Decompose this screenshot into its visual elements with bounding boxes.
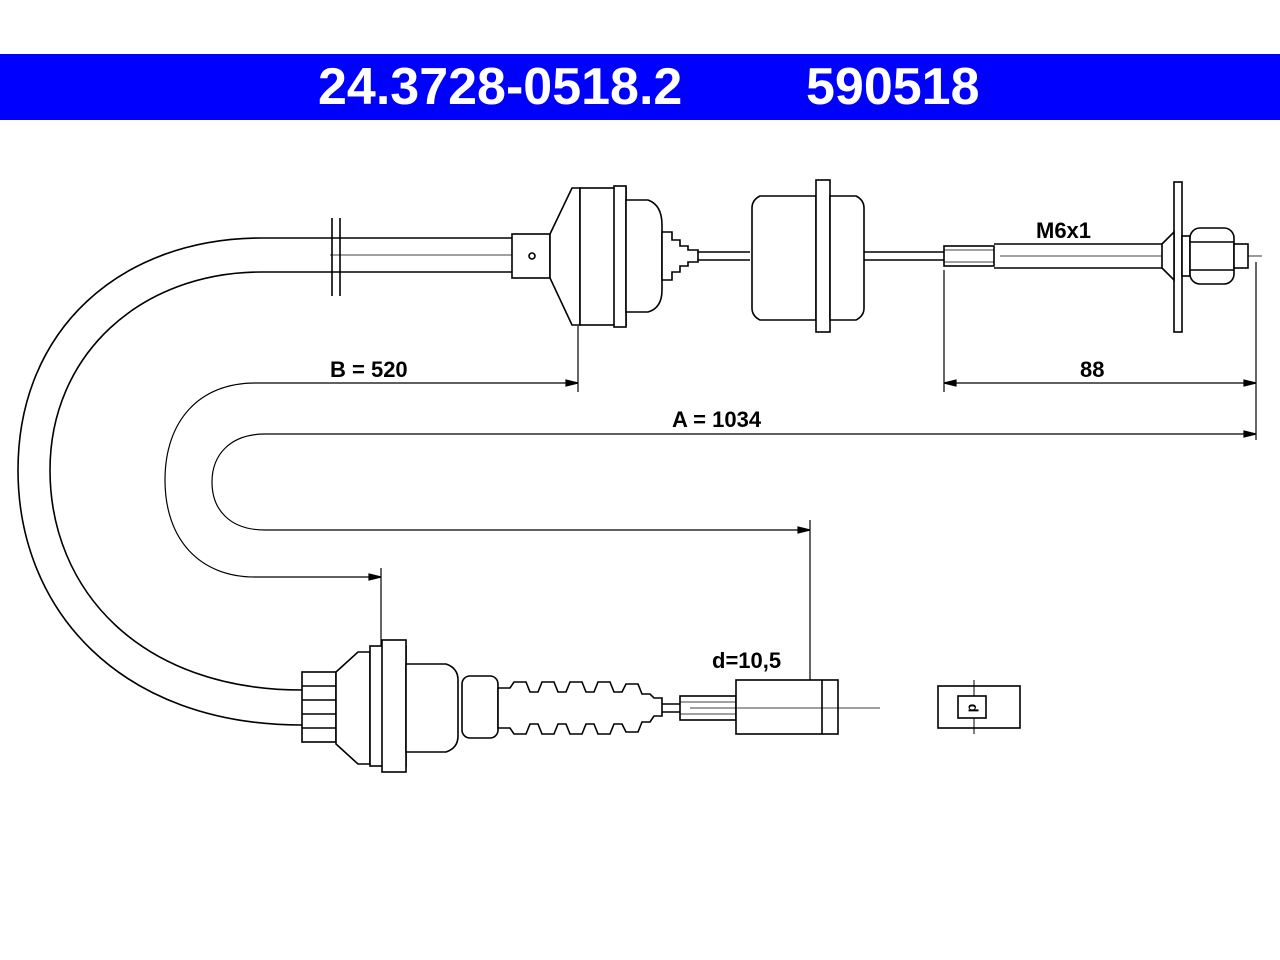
eye-end-detail bbox=[937, 680, 1021, 734]
dimension-b-label: B = 520 bbox=[330, 357, 408, 382]
middle-block bbox=[751, 179, 944, 333]
dimension-b bbox=[164, 326, 579, 650]
reference-number: 590518 bbox=[806, 58, 980, 116]
dimension-a bbox=[211, 430, 1257, 690]
thread-spec-label: M6x1 bbox=[1036, 218, 1091, 243]
dimension-88-label: 88 bbox=[1080, 357, 1104, 382]
title-banner: 24.3728-0518.2 590518 bbox=[0, 54, 1280, 120]
bottom-adjuster bbox=[301, 639, 880, 773]
dimension-a-label: A = 1034 bbox=[672, 407, 762, 432]
sheath-clip-top bbox=[331, 218, 341, 296]
eye-diameter-label: d=10,5 bbox=[712, 648, 781, 673]
eye-diameter-symbol: d bbox=[965, 704, 981, 713]
part-number: 24.3728-0518.2 bbox=[318, 58, 683, 116]
threaded-rod-top bbox=[943, 181, 1262, 333]
dimension-88 bbox=[943, 262, 1257, 440]
top-adjuster bbox=[511, 185, 750, 328]
cable-sheath bbox=[17, 237, 512, 726]
